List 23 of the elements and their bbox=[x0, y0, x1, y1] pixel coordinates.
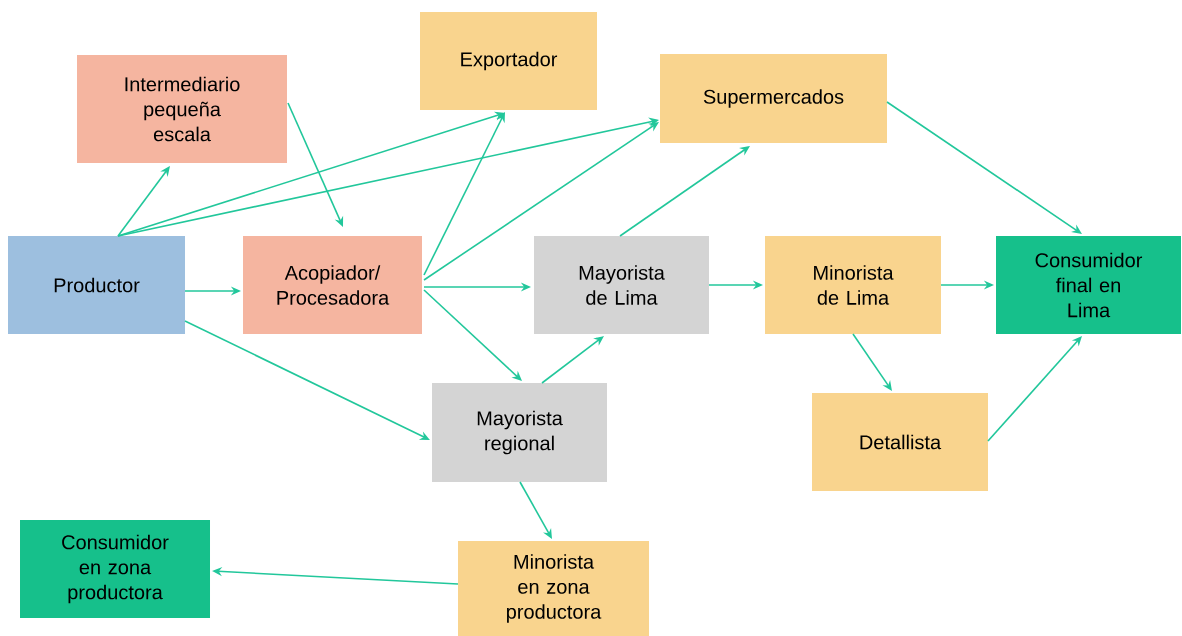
arrow bbox=[423, 289, 522, 381]
arrow bbox=[987, 336, 1082, 442]
arrow bbox=[519, 481, 552, 539]
flow-box: Minorista de Lima bbox=[765, 236, 941, 334]
arrow bbox=[886, 101, 1082, 234]
flow-box: Minorista en zona productora bbox=[458, 541, 649, 636]
arrow bbox=[184, 320, 430, 440]
flow-box: Exportador bbox=[420, 12, 597, 110]
flow-box: Mayorista regional bbox=[432, 383, 607, 482]
flow-box: Detallista bbox=[812, 393, 988, 491]
flow-box: Consumidor final en Lima bbox=[996, 236, 1181, 334]
arrow bbox=[619, 146, 750, 237]
arrow bbox=[852, 333, 892, 391]
arrow bbox=[423, 112, 505, 276]
flow-box: Consumidor en zona productora bbox=[20, 520, 210, 618]
flow-box: Productor bbox=[8, 236, 185, 334]
arrow bbox=[423, 122, 659, 281]
flow-box: Mayorista de Lima bbox=[534, 236, 709, 334]
arrow bbox=[541, 336, 604, 384]
flow-box: Supermercados bbox=[660, 54, 887, 143]
flow-box: Intermediario pequeña escala bbox=[77, 55, 287, 163]
arrow bbox=[117, 166, 170, 237]
flow-box: Acopiador/ Procesadora bbox=[243, 236, 422, 334]
